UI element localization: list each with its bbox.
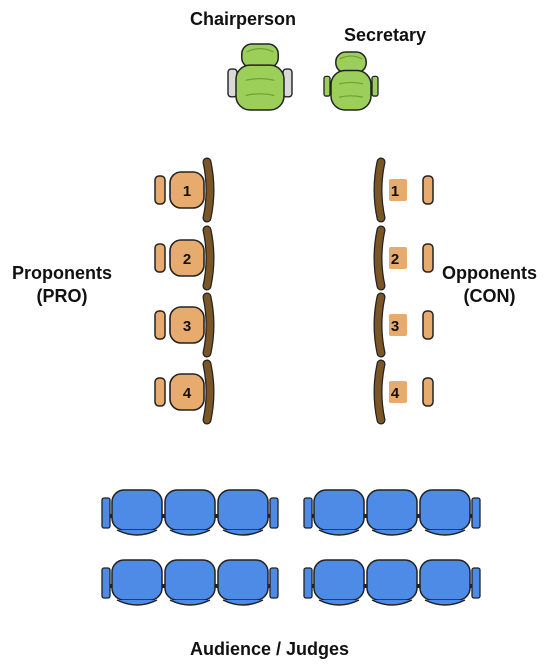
audience-bench-left-row2 xyxy=(101,559,279,606)
con-seat-1-number: 1 xyxy=(391,183,399,200)
con-seat-2: 2 xyxy=(373,225,434,291)
pro-label-line1: Proponents xyxy=(12,263,113,283)
pro-seat-4-number: 4 xyxy=(183,385,192,402)
audience-bench-left-row1 xyxy=(101,489,279,536)
con-label-line2: (CON) xyxy=(463,286,516,307)
con-label: Opponents (CON) xyxy=(442,262,537,309)
pro-seat-3-number: 3 xyxy=(183,318,191,335)
chairperson-chair xyxy=(227,43,293,111)
con-seat-2-number: 2 xyxy=(391,251,399,268)
con-seat-3-number: 3 xyxy=(391,318,399,335)
pro-label: Proponents (PRO) xyxy=(12,262,112,309)
pro-seat-1: 1 xyxy=(154,157,215,223)
con-seat-3: 3 xyxy=(373,292,434,358)
con-seat-1: 1 xyxy=(373,157,434,223)
con-label-line1: Opponents xyxy=(442,263,537,283)
pro-seat-3: 3 xyxy=(154,292,215,358)
secretary-label: Secretary xyxy=(344,25,427,45)
pro-seat-4: 4 xyxy=(154,359,215,425)
pro-seat-2-number: 2 xyxy=(183,251,191,268)
chairperson-label: Chairperson xyxy=(190,9,297,29)
pro-seat-1-number: 1 xyxy=(183,183,191,200)
audience-label: Audience / Judges xyxy=(190,639,350,659)
audience-bench-right-row2 xyxy=(303,559,481,606)
secretary-chair xyxy=(323,51,379,111)
pro-label-line2: (PRO) xyxy=(36,286,88,307)
con-seat-4: 4 xyxy=(373,359,434,425)
con-seat-4-number: 4 xyxy=(391,385,400,402)
audience-bench-right-row1 xyxy=(303,489,481,536)
pro-seat-2: 2 xyxy=(154,225,215,291)
